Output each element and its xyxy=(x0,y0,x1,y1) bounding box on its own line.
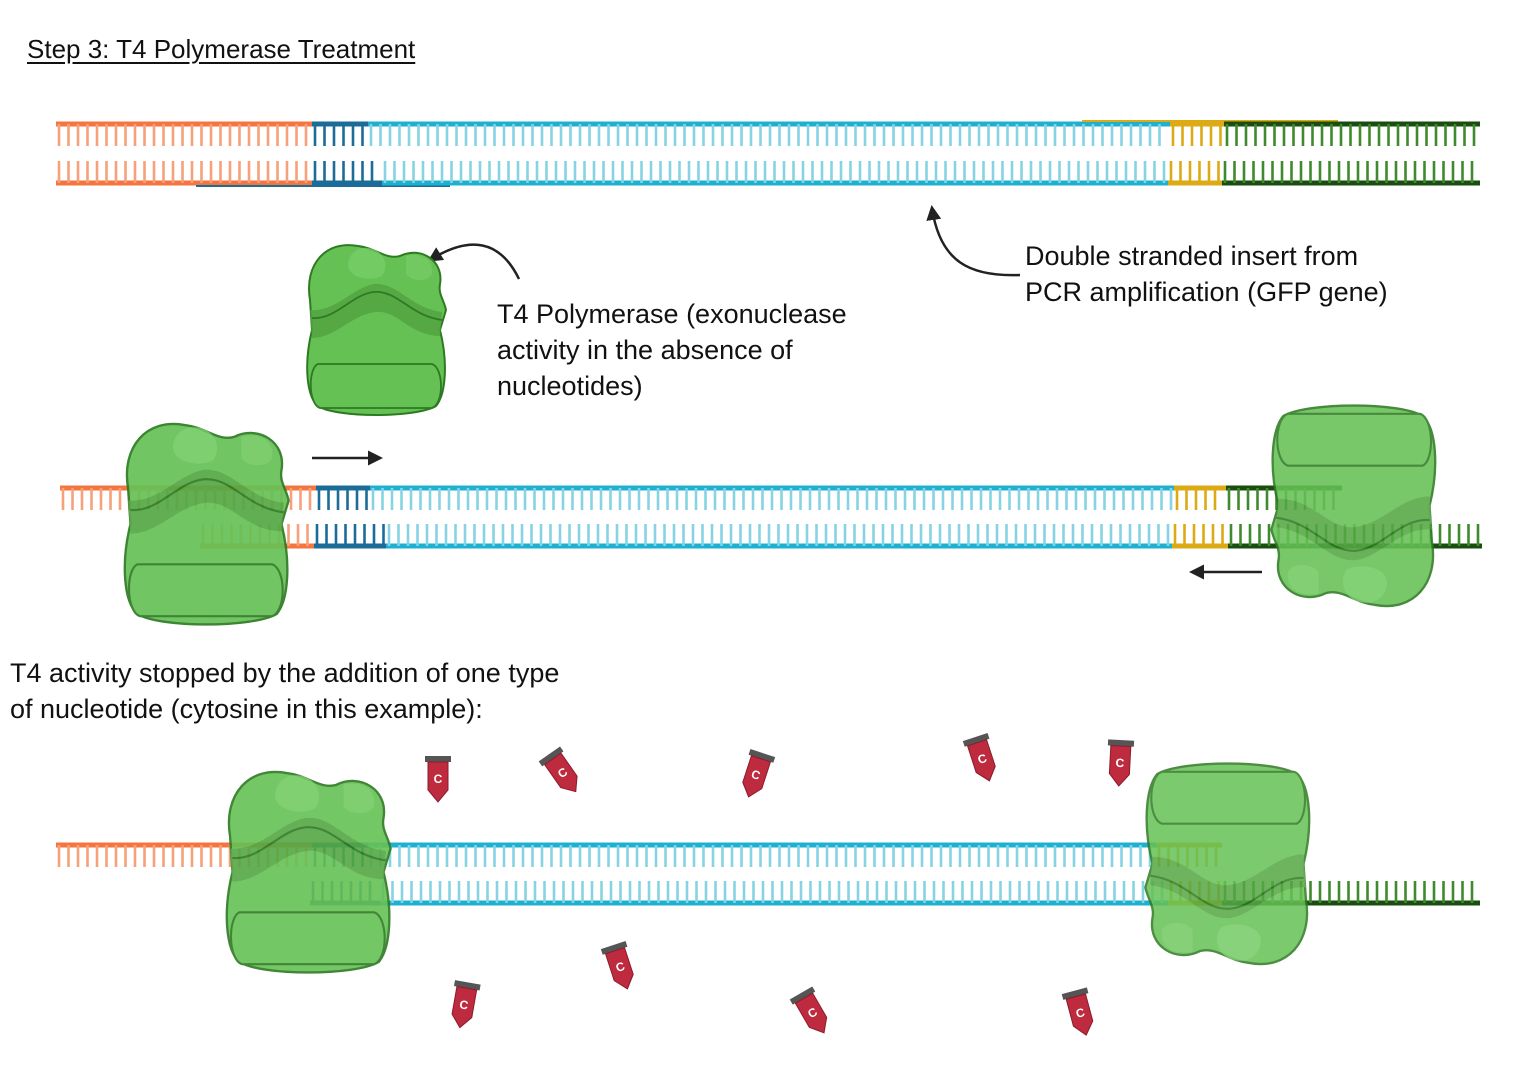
nucleotide-body xyxy=(604,947,634,990)
d1-bot-cyan xyxy=(382,161,1168,186)
t4-polymerase-right-1-thumb xyxy=(1287,564,1319,595)
t4-polymerase-left-2-highlight xyxy=(274,775,320,812)
d1-bot-gold xyxy=(1168,161,1222,186)
t4-polymerase-free-groove xyxy=(311,291,443,321)
t4-polymerase-free-lower-lobe xyxy=(309,363,442,409)
nucleotide-body xyxy=(1065,993,1094,1036)
d3-bot-cyan xyxy=(380,881,1168,906)
nucleotide-body xyxy=(543,752,578,793)
t4-polymerase-right-1-highlight xyxy=(1342,566,1388,603)
d2-top-cyan xyxy=(370,485,1174,510)
insert-callout-arrow xyxy=(926,205,1021,277)
d2-bot-cyan xyxy=(386,524,1172,549)
t4-polymerase-right-2-thumb xyxy=(1161,922,1193,953)
nucleotide-cap xyxy=(453,980,481,991)
nucleotide-layer: C C C C C C C C C xyxy=(425,733,1135,1036)
t4-polymerase-left-2-groove xyxy=(232,826,387,862)
t4-polymerase-right-2-lower-lobe xyxy=(1150,770,1307,825)
nucleotide-body xyxy=(427,761,449,803)
t4-polymerase-left-2-thumb xyxy=(343,783,375,814)
cytosine-nucleotide: C xyxy=(742,749,776,798)
nucleotide-letter: C xyxy=(1115,756,1125,770)
nucleotide-letter: C xyxy=(458,997,469,1012)
t4-polymerase-left-1-highlight xyxy=(172,427,218,464)
insert-label: Double stranded insert from PCR amplific… xyxy=(1025,241,1388,307)
duplex-insert xyxy=(56,120,1480,187)
t4-polymerase-free xyxy=(306,244,448,416)
t4-polymerase-right-2-groove xyxy=(1149,874,1304,910)
nucleotide-cap xyxy=(962,733,990,747)
t4-polymerase-free-highlight xyxy=(348,247,386,279)
d1-top-cyan xyxy=(368,121,1170,146)
t4-polymerase-right-2 xyxy=(1144,762,1311,966)
page-title: Step 3: T4 Polymerase Treatment xyxy=(27,34,416,64)
t4-polymerase-left-1-groove xyxy=(130,478,285,514)
nucleotide-body xyxy=(742,755,772,798)
nucleotide-letter: C xyxy=(1074,1005,1086,1021)
t4-polymerase-free-thumb xyxy=(406,254,433,280)
nucleotide-body xyxy=(966,739,996,782)
t4-callout-arrow xyxy=(427,243,521,280)
nucleotide-cap xyxy=(789,986,816,1005)
cytosine-nucleotide: C xyxy=(538,746,578,793)
d1-top-gold xyxy=(1170,121,1224,146)
t4-polymerase-right-2-highlight xyxy=(1216,924,1262,961)
t4-polymerase-left-1-cleft xyxy=(128,469,284,534)
nucleotide-body xyxy=(451,985,478,1029)
t4-polymerase-left-2 xyxy=(225,770,392,974)
d3-top-cyan xyxy=(368,842,1156,867)
t4-polymerase-right-1-cleft xyxy=(1276,496,1432,561)
d1-bot-orange xyxy=(56,161,312,186)
d2-top-navy xyxy=(316,485,370,510)
d2-bot-navy xyxy=(314,524,386,549)
t4-polymerase-right-2-cleft xyxy=(1150,854,1306,919)
nucleotide-cap xyxy=(1107,739,1135,747)
d2-bot-gold xyxy=(1172,524,1228,549)
stop-label: T4 activity stopped by the addition of o… xyxy=(10,658,560,724)
nucleotide-cap xyxy=(748,749,776,763)
t4-polymerase-right-1-groove xyxy=(1275,516,1430,552)
t4-polymerase-left-1-thumb xyxy=(241,435,273,466)
t4-polymerase-right-1 xyxy=(1270,404,1437,608)
cytosine-nucleotide: C xyxy=(451,980,481,1029)
t4-polymerase-left-2-cleft xyxy=(230,817,386,882)
t4-polymerase-left-1 xyxy=(123,422,290,626)
cytosine-nucleotide: C xyxy=(962,733,996,782)
nucleotide-body xyxy=(1108,744,1132,787)
nucleotide-cap xyxy=(538,746,564,767)
cytosine-nucleotide: C xyxy=(789,986,828,1034)
d1-top-green xyxy=(1224,121,1480,146)
cytosine-nucleotide: C xyxy=(600,941,634,990)
enzyme-layer xyxy=(123,244,1437,974)
t4-polymerase-label: T4 Polymerase (exonuclease activity in t… xyxy=(497,299,847,401)
d1-bot-navy xyxy=(312,161,382,186)
t4-polymerase-right-1-lower-lobe xyxy=(1276,412,1433,467)
t4-polymerase-left-1-lower-lobe xyxy=(127,563,284,618)
t4-polymerase-free-cleft xyxy=(310,283,442,338)
nucleotide-cap xyxy=(1061,987,1089,1000)
d1-top-navy xyxy=(312,121,368,146)
d2-top-gold xyxy=(1174,485,1226,510)
d1-bot-green xyxy=(1222,161,1480,186)
cytosine-nucleotide: C xyxy=(1107,739,1135,787)
nucleotide-body xyxy=(794,992,828,1034)
nucleotide-letter: C xyxy=(434,772,443,786)
nucleotide-cap xyxy=(425,756,451,762)
nucleotide-cap xyxy=(600,941,628,955)
d1-top-orange xyxy=(56,121,312,146)
t4-polymerase-left-2-lower-lobe xyxy=(229,911,386,966)
cytosine-nucleotide: C xyxy=(425,756,451,803)
cytosine-nucleotide: C xyxy=(1061,987,1094,1036)
